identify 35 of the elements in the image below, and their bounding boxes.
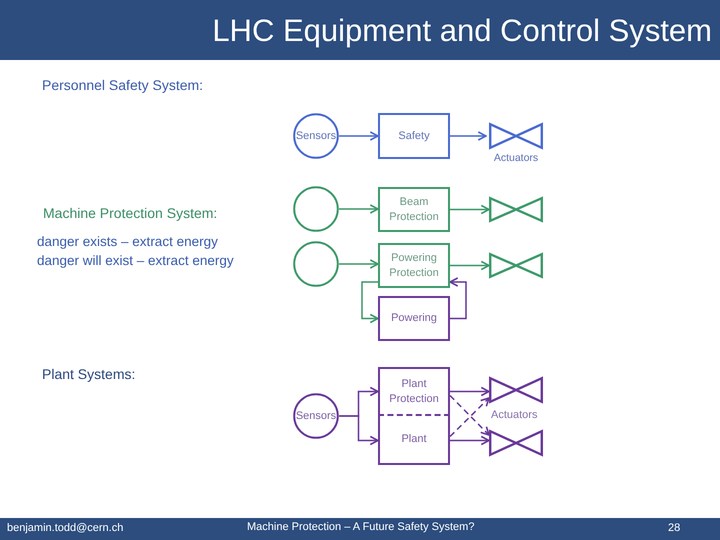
note-text: danger exists – extract energy	[37, 234, 218, 250]
slide-title: LHC Equipment and Control System	[212, 12, 712, 50]
sensor-circle: Sensors	[293, 393, 339, 439]
process-box: Powering Protection	[378, 243, 450, 288]
actuators-label: Actuators	[491, 409, 538, 422]
process-box: Safety	[378, 113, 450, 159]
section-heading: Machine Protection System:	[43, 205, 218, 222]
circle-symbol	[293, 186, 339, 232]
sensor-circle: Sensors	[293, 113, 339, 159]
section-heading: Plant Systems:	[42, 366, 136, 383]
presentation-title: Machine Protection – A Future Safety System?	[247, 521, 474, 534]
arrow	[339, 415, 379, 446]
section-heading: Personnel Safety System:	[42, 77, 204, 94]
arrow	[450, 436, 490, 446]
circle-symbol	[293, 241, 339, 287]
arrow	[450, 204, 490, 214]
valve-symbol	[489, 430, 543, 456]
process-box: Plant Protection	[378, 367, 450, 416]
arrow	[450, 386, 490, 396]
arrow	[339, 204, 379, 214]
arrow	[361, 281, 379, 324]
page-number: 28	[668, 522, 680, 536]
arrow	[450, 260, 490, 270]
process-box: Plant	[378, 416, 450, 465]
author-email: benjamin.todd@cern.ch	[7, 522, 124, 536]
arrow	[339, 131, 379, 141]
arrow	[339, 259, 379, 269]
valve-symbol	[489, 197, 543, 222]
process-box: Beam Protection	[378, 187, 450, 232]
valve-symbol	[489, 377, 543, 403]
note-text: danger will exist – extract energy	[37, 253, 234, 270]
arrow	[450, 131, 487, 141]
process-box: Powering	[378, 296, 450, 341]
valve-symbol	[489, 253, 543, 278]
arrow	[449, 277, 467, 320]
